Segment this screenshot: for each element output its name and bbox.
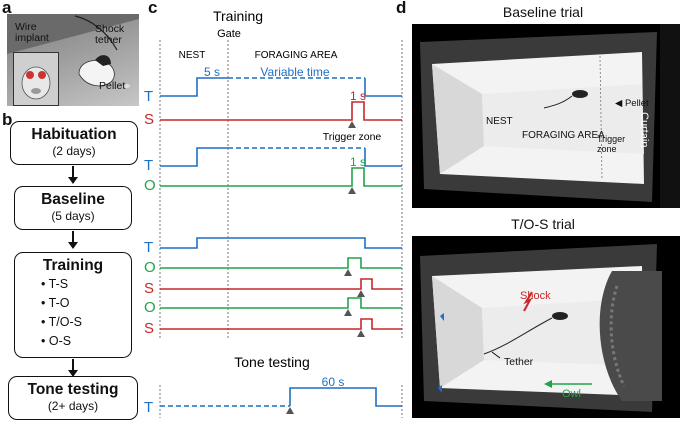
pellet-label: Pellet [99,80,126,92]
trigger-marker [348,121,356,128]
owl-trace [160,257,402,269]
tone-trace [160,77,228,97]
panel-label-c: c [148,0,158,17]
row-label-s: S [144,280,154,297]
row-label-s: S [144,320,154,337]
baseline-trial-frame: ◀ Pellet NEST FORAGING AREA Trigger zone… [412,24,680,208]
tether-label: Tether [504,356,534,368]
trigger-zone-label: Trigger zone [323,131,382,143]
trigger-marker [357,330,365,337]
training-item: • T-S [41,277,69,291]
owl-trace [160,297,402,309]
training-heading: Training [213,8,263,24]
training-item: • O-S [41,334,72,348]
panel-label-d: d [396,0,407,17]
wire-implant-label: Wire implant [15,21,49,44]
shock-trace [160,101,402,121]
variable-time-label: Variable time [260,65,329,79]
training-item: • T/O-S [41,315,82,329]
baseline-trial-title: Baseline trial [502,4,584,20]
row-label-t: T [144,88,153,105]
arena-foraging-label: FORAGING AREA [522,130,605,141]
row-label-o: O [144,259,156,276]
row-label-t: T [144,157,153,174]
five-s-label: 5 s [204,65,220,79]
rat-photo-illustration [7,14,139,88]
gate-label: Gate [217,28,241,40]
tone-test-trace [289,387,402,407]
trigger-marker [286,407,294,414]
curtain-label: Curtain [638,112,650,148]
trigger-marker [344,269,352,276]
tone-testing-heading: Tone testing [234,354,310,370]
baseline-duration: (5 days) [51,209,95,223]
training-item: • T-O [41,296,70,310]
tone-testing-box: Tone testing (2+ days) [8,376,138,420]
row-label-t: T [144,399,153,416]
one-s-owl-label: 1 s [350,155,366,169]
row-label-s: S [144,111,154,128]
owl-label: Owl [562,388,581,400]
nest-label: NEST [179,50,206,61]
tos-arena-illustration [420,244,662,412]
shock-trace [160,318,402,330]
trigger-marker [344,309,352,316]
tone-trace [160,147,228,167]
one-s-shock-label: 1 s [350,89,366,103]
timing-diagram: Training Tone testing Gate NEST FORAGING… [144,8,403,418]
tos-trial-title: T/O-S trial [511,216,575,232]
rat-head-inset [13,52,59,106]
shock-label: Shock [520,290,551,302]
foraging-area-label: FORAGING AREA [255,50,338,61]
baseline-title: Baseline [41,191,105,208]
baseline-box: Baseline (5 days) [14,186,132,230]
row-label-o: O [144,177,156,194]
shock-tether-label: Shock tether [95,23,125,46]
row-label-o: O [144,299,156,316]
pellet-marker: ◀ Pellet [615,98,649,109]
tone-trace-end [364,148,402,167]
tone-testing-duration: (2+ days) [47,399,99,413]
panel-a-photo: Wire implant Shock tether Pellet [7,14,139,106]
training-title: Training [42,257,104,274]
sixty-s-label: 60 s [322,375,345,389]
training-box: Training • T-S • T-O • T/O-S • O-S [14,252,132,358]
baseline-arena-illustration [420,24,680,208]
trigger-marker [357,290,365,297]
habituation-duration: (2 days) [52,144,96,158]
shock-trace [160,278,402,290]
tos-trial-frame: Shock Tether Owl [412,236,680,418]
arena-trigger-zone-label: Trigger zone [597,134,626,154]
tone-trace-end [364,78,402,97]
habituation-box: Habituation (2 days) [10,121,138,165]
tone-testing-title: Tone testing [27,381,119,398]
trigger-marker [348,187,356,194]
habituation-title: Habituation [31,126,117,143]
panel-label-a: a [2,0,12,17]
tone-trace [160,237,402,249]
arena-nest-label: NEST [486,116,513,127]
row-label-t: T [144,239,153,256]
training-list: • T-S • T-O • T/O-S • O-S [15,275,131,351]
owl-trace [160,167,402,187]
panel-label-b: b [2,110,13,129]
